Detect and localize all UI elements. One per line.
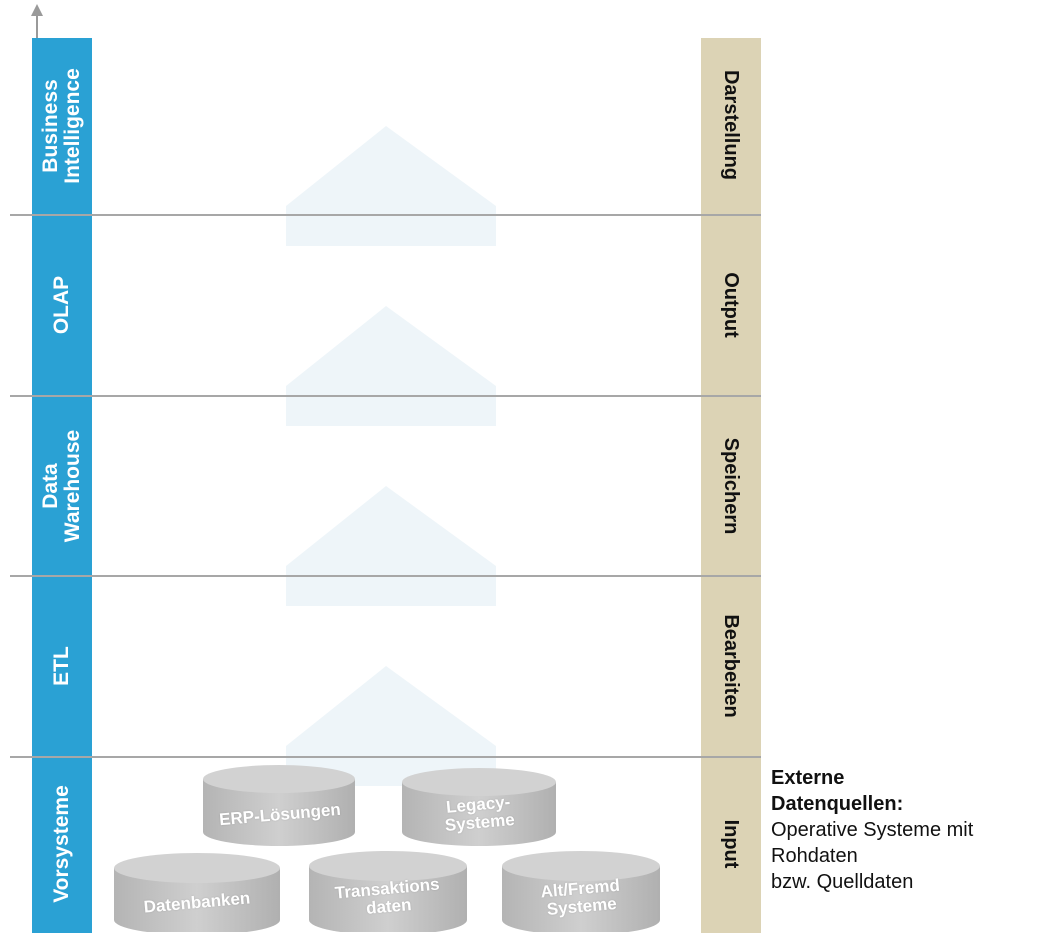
cylinder-legacy [402,768,556,846]
cylinder-transaktionsdaten [309,851,467,932]
layer-bar-left [32,38,92,933]
external-sources-note: Externe Datenquellen: Operative Systeme … [771,767,974,893]
layer-separator [10,214,761,216]
layer-separator [10,395,761,397]
layer-bar-right [701,38,761,933]
cylinder-erp [203,765,355,846]
up-arrow-icon [286,126,496,246]
axis-arrow-icon [31,4,43,38]
layer-separator [10,756,761,758]
cylinder-datenbanken [114,853,280,932]
cylinder-altfremd [502,851,660,932]
layer-separator [10,575,761,577]
